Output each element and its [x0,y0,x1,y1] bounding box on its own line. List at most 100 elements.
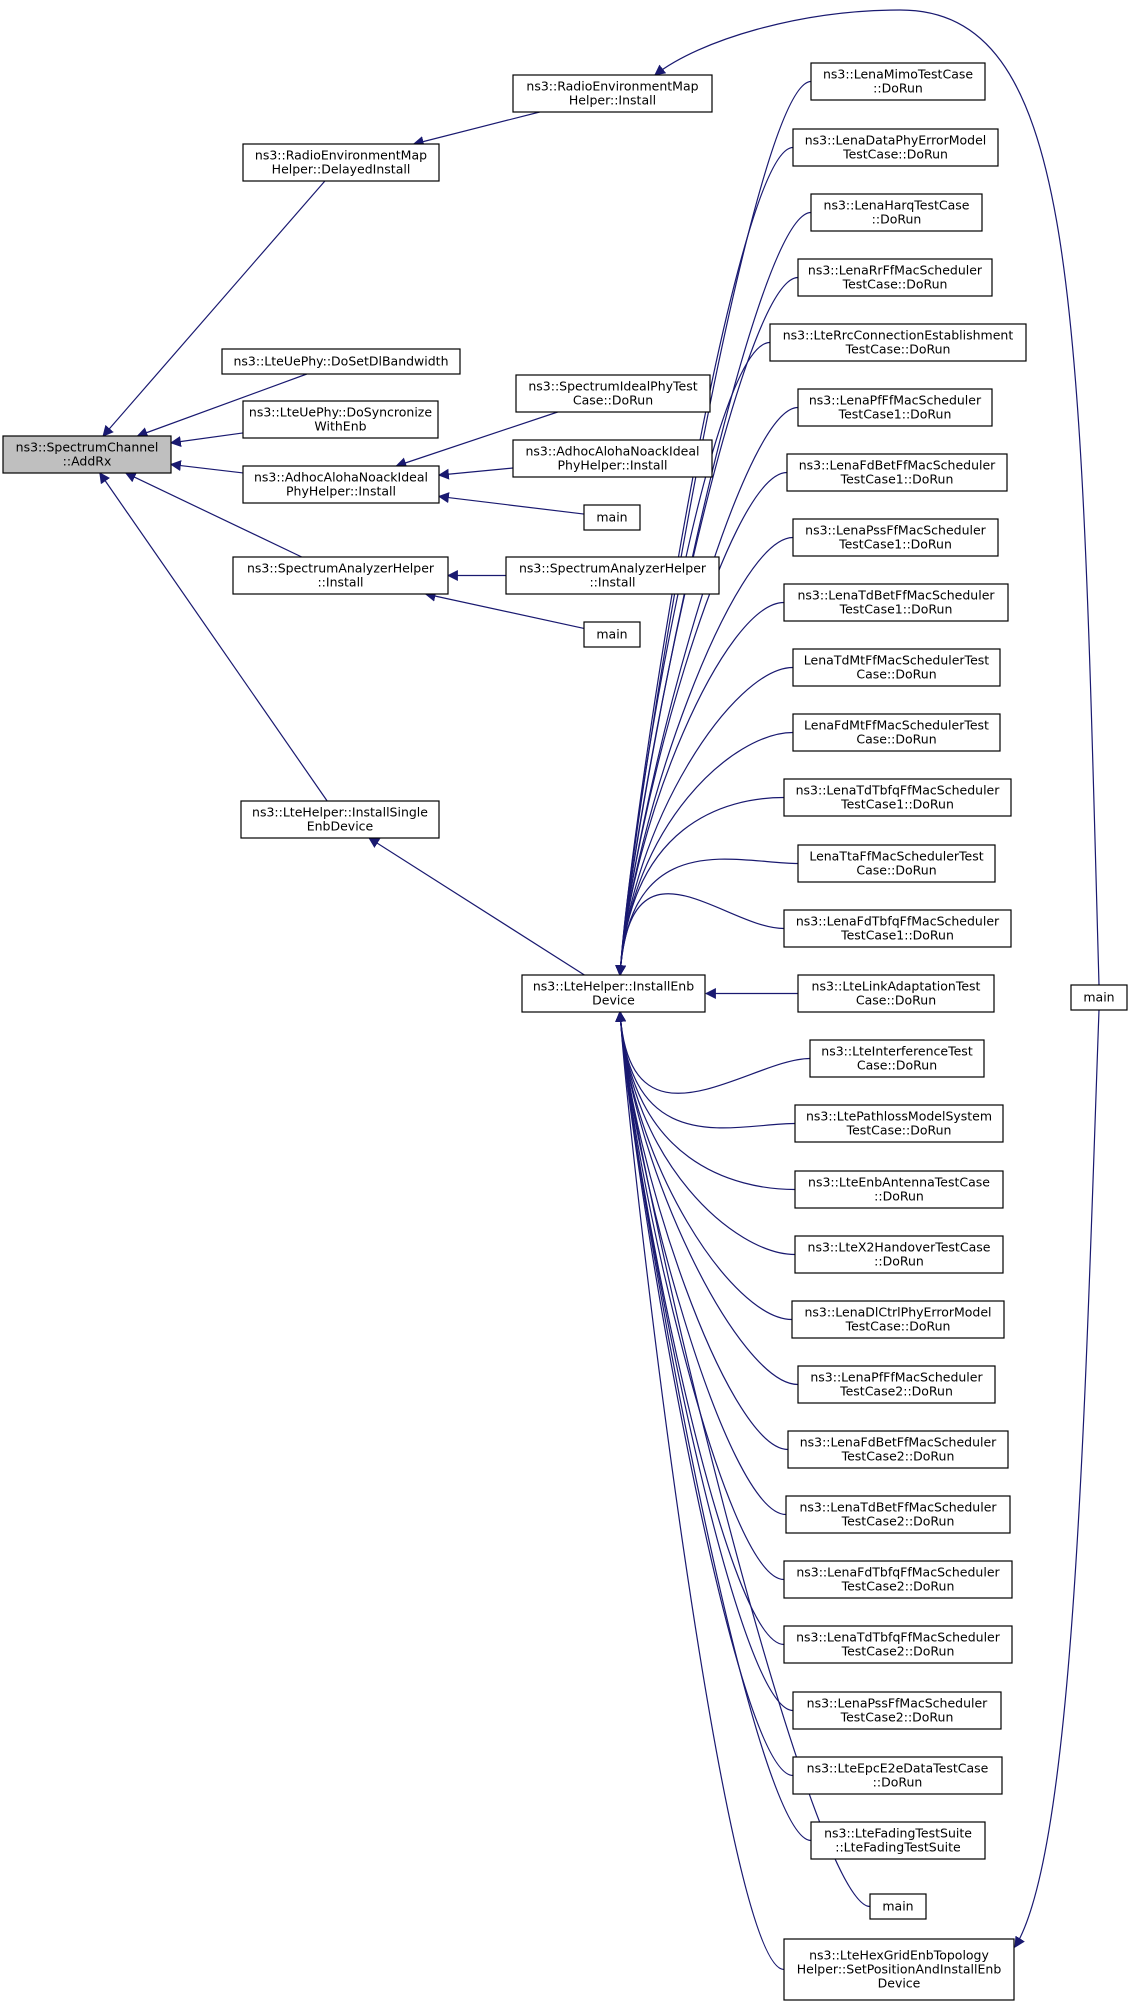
node-label-line: ns3::LteX2HandoverTestCase [808,1240,991,1255]
node-box [792,1756,1003,1795]
function-node[interactable]: ns3::SpectrumAnalyzerHelper::Install [232,556,449,595]
function-node[interactable]: ns3::LenaPfFfMacSchedulerTestCase2::DoRu… [797,1365,996,1404]
function-node[interactable]: ns3::LenaPssFfMacSchedulerTestCase2::DoR… [792,1691,1002,1730]
function-node[interactable]: ns3::LenaTdTbfqFfMacSchedulerTestCase1::… [783,778,1012,817]
node-box [242,400,439,439]
node-label-line: ns3::AdhocAlohaNoackIdeal [254,470,428,485]
function-node[interactable]: ns3::LenaMimoTestCase::DoRun [810,62,986,101]
function-node[interactable]: ns3::LenaFdBetFfMacSchedulerTestCase2::D… [787,1430,1009,1469]
edge-t29-to-n13 [615,1010,785,1971]
node-box [783,909,1012,948]
node-label-line: ns3::LenaPfFfMacScheduler [809,393,982,408]
function-node[interactable]: ns3::LteEnbAntennaTestCase::DoRun [794,1170,1004,1209]
function-node[interactable]: ns3::AdhocAlohaNoackIdealPhyHelper::Inst… [242,465,440,504]
node-box [810,1821,986,1860]
edge-t20-to-n13 [615,1010,799,1386]
node-label-line: main [596,510,627,525]
function-node[interactable]: ns3::LenaPfFfMacSchedulerTestCase1::DoRu… [797,388,993,427]
node-box [769,323,1027,362]
node-label-line: TestCase::DoRun [846,1123,952,1138]
edge-t8-to-n13 [615,601,785,977]
root-function-node[interactable]: ns3::SpectrumChannel::AddRx [2,435,172,474]
function-node[interactable]: ns3::LenaFdTbfqFfMacSchedulerTestCase2::… [783,1560,1013,1599]
node-box [792,128,999,167]
function-node[interactable]: ns3::LenaTdBetFfMacSchedulerTestCase2::D… [785,1495,1011,1534]
node-label-line: ns3::LenaMimoTestCase [823,67,973,82]
node-box [583,504,641,531]
node-box [221,348,461,375]
function-node[interactable]: ns3::LteEpcE2eDataTestCase::DoRun [792,1756,1003,1795]
edge-t9-to-n13 [615,666,794,977]
function-node[interactable]: ns3::LenaTdTbfqFfMacSchedulerTestCase2::… [783,1625,1013,1664]
node-box [797,1365,996,1404]
edge-n2-to-n1 [412,111,540,147]
edge-n13-to-n12 [368,837,585,976]
node-label-line: ns3::LteEpcE2eDataTestCase [807,1761,989,1776]
node-box [785,1495,1011,1534]
node-label-line: ns3::SpectrumIdealPhyTest [528,379,697,394]
function-node[interactable]: ns3::LenaHarqTestCase::DoRun [810,193,983,232]
node-label-line: TestCase2::DoRun [839,1384,953,1399]
node-label-line: ns3::SpectrumAnalyzerHelper [247,561,435,576]
function-node[interactable]: ns3::LenaDataPhyErrorModelTestCase::DoRu… [792,128,999,167]
node-label-line: ns3::LenaHarqTestCase [824,198,970,213]
function-node[interactable]: ns3::RadioEnvironmentMapHelper::DelayedI… [242,143,440,182]
node-label-line: TestCase1::DoRun [840,928,954,943]
function-node[interactable]: ns3::AdhocAlohaNoackIdealPhyHelper::Inst… [512,439,713,478]
node-box [786,453,1008,492]
node-layer: ns3::SpectrumChannel::AddRx ns3::RadioEnv… [2,62,1128,2001]
node-label-line: ::LteFadingTestSuite [835,1840,961,1855]
edge-n14-to-n2 [654,9,1100,986]
function-node[interactable]: main [583,621,641,648]
edge-n11-to-n9 [424,590,585,630]
node-label-line: ns3::RadioEnvironmentMap [526,79,698,94]
node-box [2,435,172,474]
node-label-line: Case::DoRun [856,993,936,1008]
node-box [521,974,706,1013]
node-label-line: ns3::LenaFdBetFfMacScheduler [800,1435,997,1450]
function-node[interactable]: main [1070,984,1128,1011]
node-box [783,1560,1013,1599]
node-label-line: ns3::LenaPssFfMacScheduler [807,1696,989,1711]
node-label-line: LenaTdMtFfMacSchedulerTest [804,653,989,668]
function-node[interactable]: ns3::LenaTdBetFfMacSchedulerTestCase1::D… [783,583,1009,622]
node-label-line: ns3::LenaFdBetFfMacScheduler [799,458,996,473]
function-node[interactable]: ns3::SpectrumAnalyzerHelper::Install [505,556,720,595]
node-label-line: ns3::LenaPssFfMacScheduler [805,523,987,538]
edge-t0-to-n13 [615,80,812,977]
edge-t23-to-n13 [615,1010,785,1581]
function-node[interactable]: ns3::LteX2HandoverTestCase::DoRun [794,1235,1004,1274]
function-node[interactable]: main [583,504,641,531]
node-box [792,713,1001,752]
function-node[interactable]: ns3::LteRrcConnectionEstablishmentTestCa… [769,323,1027,362]
function-node[interactable]: ns3::LtePathlossModelSystemTestCase::DoR… [794,1104,1004,1143]
function-node[interactable]: ns3::LteFadingTestSuite::LteFadingTestSu… [810,1821,986,1860]
edge-t18-to-n13 [615,1010,796,1256]
function-node[interactable]: ns3::LenaFdBetFfMacSchedulerTestCase1::D… [786,453,1008,492]
function-node[interactable]: ns3::LenaFdTbfqFfMacSchedulerTestCase1::… [783,909,1012,948]
function-node[interactable]: main [869,1893,927,1920]
function-node[interactable]: ns3::LteUePhy::DoSetDlBandwidth [221,348,461,375]
node-label-line: ::DoRun [872,212,922,227]
node-box [783,778,1012,817]
function-node[interactable]: ns3::LenaDlCtrlPhyErrorModelTestCase::Do… [791,1300,1005,1339]
node-label-line: ns3::SpectrumAnalyzerHelper [519,561,707,576]
function-node[interactable]: ns3::LenaPssFfMacSchedulerTestCase1::DoR… [792,518,999,557]
edge-t19-to-n13 [615,1010,793,1321]
edge-t4-to-n13 [615,341,771,977]
node-box [794,1170,1004,1209]
node-label-line: TestCase::DoRun [842,147,948,162]
function-node[interactable]: ns3::LteHexGridEnbTopologyHelper::SetPos… [783,1938,1015,2001]
